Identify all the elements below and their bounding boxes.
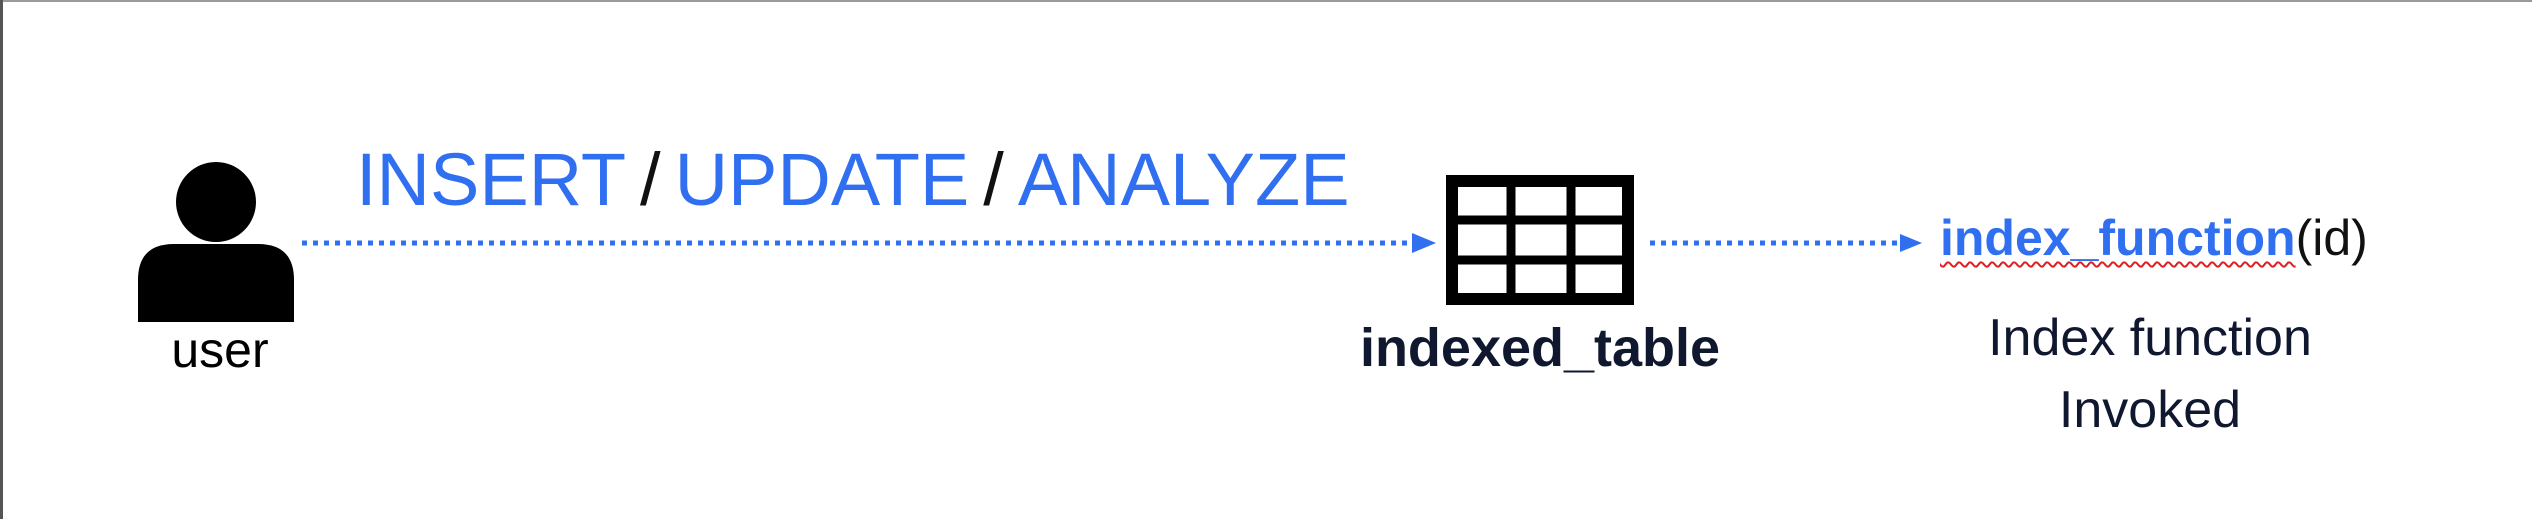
frame-left-border [0,0,3,519]
caption-line-2: Invoked [2058,381,2242,439]
separator: / [983,138,1004,221]
function-name: index_function [1940,210,2296,266]
function-call: index_function(id) [1940,208,2368,268]
user-icon [138,162,294,322]
arrow-table-to-function [1650,234,1922,252]
table-label: indexed_table [1359,318,1721,378]
arrow-user-to-table [302,233,1436,253]
table-grid-icon [1446,175,1634,305]
function-args: (id) [2295,210,2368,266]
user-label: user [171,322,269,378]
operation-update: UPDATE [674,138,970,221]
operation-analyze: ANALYZE [1017,138,1350,221]
operation-insert: INSERT [356,138,627,221]
caption-line-1: Index function [1988,309,2312,367]
frame-top-border [0,0,2532,2]
separator: / [640,138,661,221]
function-caption: Index function Invoked [1900,302,2400,446]
operations-label: INSERT/UPDATE/ANALYZE [356,140,1350,220]
